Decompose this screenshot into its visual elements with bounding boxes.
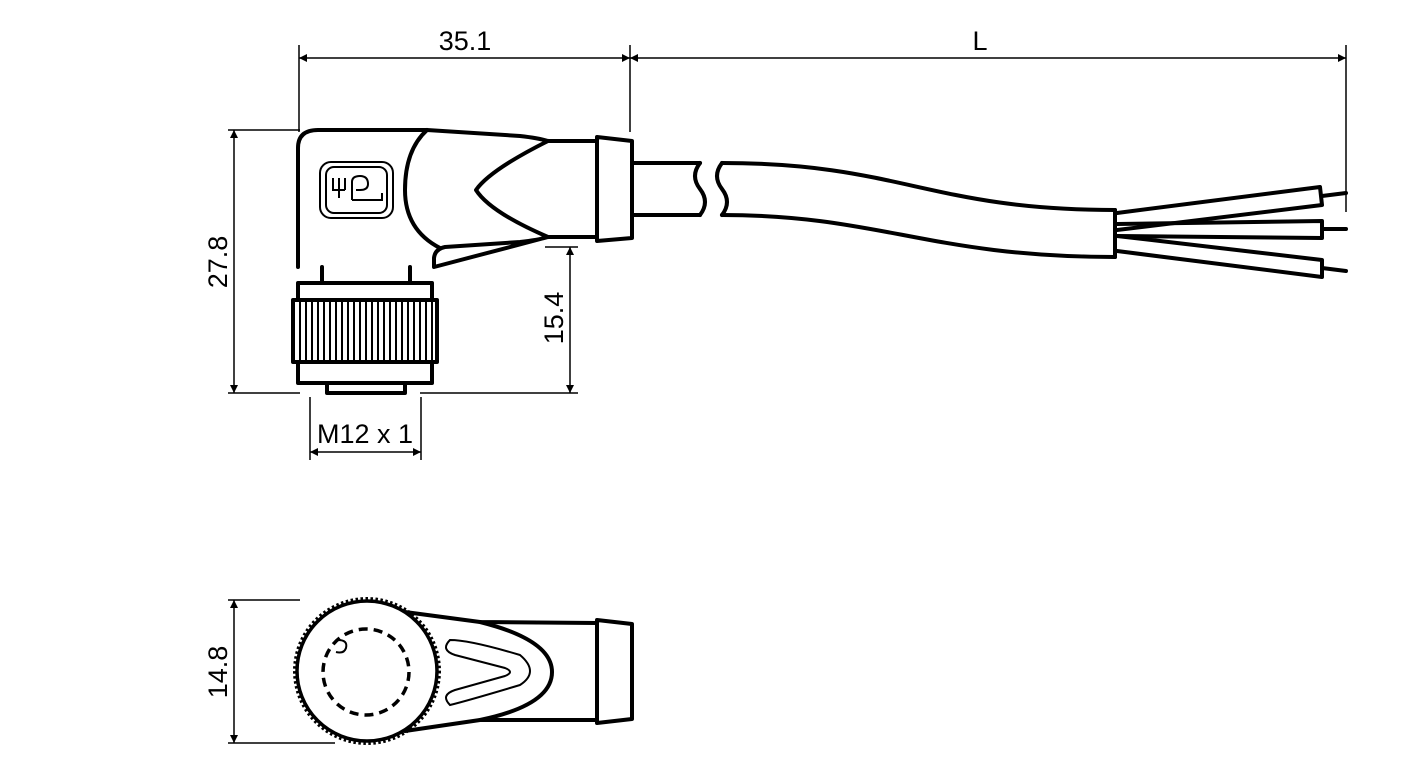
dimension-label: L (972, 26, 987, 56)
wire-ends (1115, 185, 1348, 279)
dashed-socket-circle (321, 627, 411, 717)
logo (319, 161, 394, 219)
connector-bottom-view (293, 597, 634, 745)
dimension-label: M12 x 1 (317, 419, 413, 449)
dimension-thread: M12 x 1 (309, 397, 422, 460)
dimension-label: 15.4 (539, 292, 569, 345)
dimension-27-8: 27.8 (203, 129, 300, 394)
connector-side-view (291, 128, 634, 395)
dimension-15-4: 15.4 (420, 246, 578, 394)
dimension-label: 27.8 (203, 236, 233, 289)
knurled-nut-circle (295, 599, 439, 743)
cable (630, 161, 1348, 279)
dimension-label: 35.1 (439, 26, 492, 56)
dimension-label: 14.8 (203, 646, 233, 699)
dimension-14-8: 14.8 (203, 599, 335, 744)
dimension-length-l: L (630, 26, 1347, 212)
dimension-35-1: 35.1 (298, 26, 631, 132)
